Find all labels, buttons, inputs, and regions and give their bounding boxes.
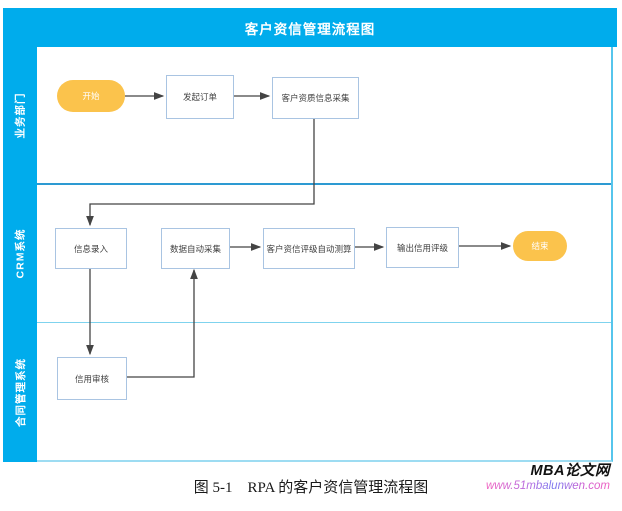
node-create-order: 发起订单	[166, 75, 234, 119]
node-collect-customer-info: 客户资质信息采集	[272, 77, 359, 119]
lane-label-text: 业务部门	[14, 92, 27, 139]
lane-label-contract-system: 合同管理系统	[3, 323, 37, 462]
flowchart-panel: 开始 发起订单 客户资质信息采集 信息录入 数据自动采集 客户资信评级自动测算 …	[37, 47, 613, 462]
lane-divider	[37, 322, 611, 323]
watermark: MBA论文网 www.51mbalunwen.com	[485, 463, 610, 493]
node-output-credit-rating: 输出信用评级	[386, 227, 459, 268]
node-info-entry: 信息录入	[55, 228, 127, 269]
lane-label-text: 合同管理系统	[14, 358, 27, 427]
figure-caption: 图 5-1 RPA 的客户资信管理流程图	[193, 480, 429, 496]
node-auto-credit-rating-calc: 客户资信评级自动测算	[263, 228, 355, 269]
node-start: 开始	[57, 80, 125, 112]
node-credit-review: 信用审核	[57, 357, 127, 400]
watermark-site-url: www.51mbalunwen.com	[485, 479, 610, 492]
node-end: 结束	[513, 231, 567, 261]
flowchart-figure: 客户资信管理流程图 业务部门 CRM系统 合同管理系统	[3, 8, 617, 462]
swimlane-label-column: 业务部门 CRM系统 合同管理系统	[3, 47, 37, 462]
node-auto-data-collection: 数据自动采集	[161, 228, 230, 269]
lane-divider	[37, 183, 611, 185]
flowchart-title-bar: 客户资信管理流程图	[3, 8, 617, 47]
watermark-site-name: MBA论文网	[530, 463, 610, 479]
lane-label-text: CRM系统	[14, 228, 27, 279]
flowchart-title: 客户资信管理流程图	[244, 21, 376, 37]
lane-label-business-dept: 业务部门	[3, 47, 37, 184]
lane-label-crm-system: CRM系统	[3, 184, 37, 323]
